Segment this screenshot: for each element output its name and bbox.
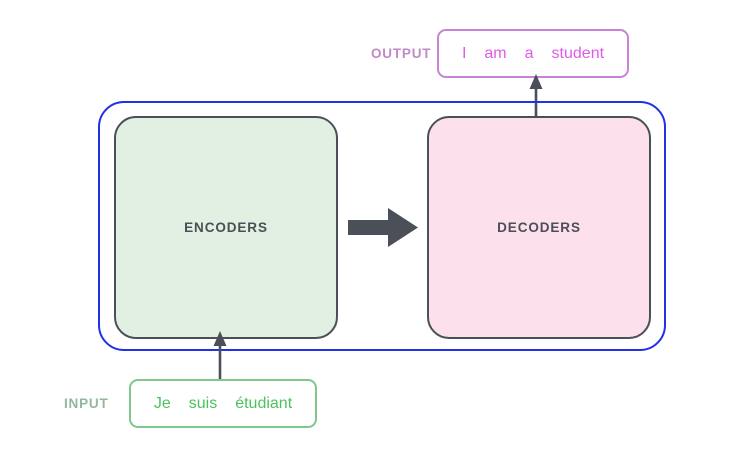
input-token-box: Je suis étudiant <box>129 379 317 428</box>
encoders-to-decoders-arrow-icon <box>348 208 418 247</box>
encoders-block: ENCODERS <box>114 116 338 339</box>
encoders-label: ENCODERS <box>184 220 268 235</box>
output-token: I <box>461 44 467 62</box>
output-token: student <box>551 44 605 62</box>
output-token: am <box>484 44 507 62</box>
transformer-outer-container <box>98 101 666 351</box>
input-to-encoders-arrow-icon <box>213 331 227 384</box>
output-token-list: I am a student <box>439 45 627 63</box>
input-token: étudiant <box>235 394 293 412</box>
decoders-block: DECODERS <box>427 116 651 339</box>
input-token: Je <box>153 394 171 412</box>
input-token-list: Je suis étudiant <box>131 395 315 413</box>
decoders-label: DECODERS <box>497 220 581 235</box>
input-label: INPUT <box>64 396 109 411</box>
output-label: OUTPUT <box>371 46 432 61</box>
input-token: suis <box>188 394 218 412</box>
output-token-box: I am a student <box>437 29 629 78</box>
output-token: a <box>524 44 534 62</box>
